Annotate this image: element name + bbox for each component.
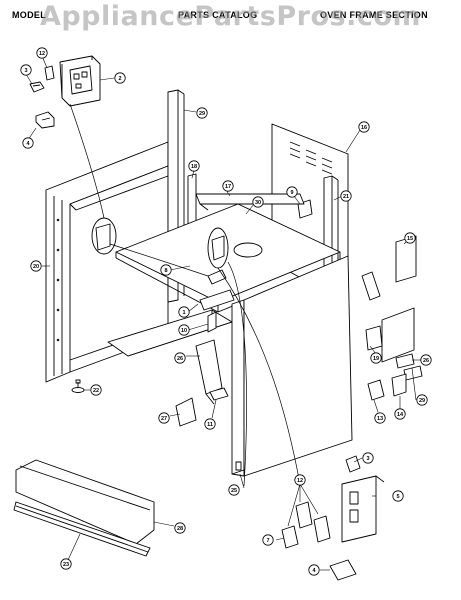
bracket-part-4a	[35, 111, 55, 129]
callout-label: 4	[26, 141, 30, 147]
callout-label: 26	[177, 356, 183, 362]
callout-label: 26	[423, 358, 429, 364]
callout-label: 30	[255, 200, 261, 206]
callout-23: 23	[60, 558, 72, 570]
callout-label: 4	[312, 568, 316, 574]
callout-label: 27	[161, 416, 167, 422]
callout-12b: 12	[294, 474, 306, 486]
top-support-part-17	[195, 193, 305, 211]
wire-clips-part-12	[281, 501, 331, 549]
callout-10: 10	[178, 324, 190, 336]
center-support-part-1	[199, 289, 235, 311]
callout-label: 8	[164, 268, 167, 274]
callout-label: 12	[297, 478, 303, 484]
callout-7: 7	[262, 534, 274, 546]
support-bracket-part-26	[195, 339, 223, 405]
callout-label: 15	[407, 236, 413, 242]
rear-panel-parts	[365, 307, 415, 363]
callout-label: 17	[225, 184, 231, 190]
callout-17: 17	[222, 180, 234, 192]
model-label: MODEL	[12, 10, 46, 20]
callout-label: 19	[373, 356, 379, 362]
callout-label: 14	[397, 412, 404, 418]
callout-25: 25	[228, 484, 240, 496]
bracket-part-9	[297, 199, 313, 219]
callout-14: 14	[394, 408, 406, 420]
bracket-parts-13-14	[367, 373, 407, 401]
callout-26b: 26	[420, 354, 432, 366]
body-front-panel	[231, 255, 381, 477]
bracket-part-3	[29, 81, 45, 93]
callout-18: 18	[188, 160, 200, 172]
callout-27: 27	[158, 412, 170, 424]
callout-label: 29	[199, 111, 205, 117]
callout-20: 20	[30, 260, 42, 272]
callout-label: 10	[181, 328, 187, 334]
kick-panel-part-23	[13, 501, 151, 557]
callout-label: 1	[182, 310, 185, 316]
callout-label: 16	[361, 125, 367, 131]
callout-8: 8	[160, 264, 172, 276]
clip-part-12	[44, 65, 55, 81]
cover-part-3b	[345, 455, 361, 473]
callout-label: 11	[207, 422, 213, 428]
detail-circle-left	[91, 217, 117, 255]
leveling-foot-part-22	[71, 379, 85, 393]
callout-13: 13	[374, 412, 386, 424]
watermark: AppliancePartsPros.com	[39, 1, 422, 32]
callout-label: 3	[366, 456, 369, 462]
detail-circle-right	[207, 227, 229, 269]
callout-5: 5	[392, 490, 404, 502]
drawer-front-part-28	[15, 459, 155, 545]
callout-22: 22	[90, 384, 102, 396]
bracket-part-10	[207, 311, 217, 333]
bracket-part-11	[209, 387, 229, 401]
insulation-part-15	[395, 235, 417, 283]
callout-label: 3	[24, 68, 27, 74]
control-bracket-part-2	[59, 55, 101, 107]
callout-label: 22	[93, 388, 99, 394]
callout-label: 28	[177, 526, 183, 532]
callout-label: 9	[290, 190, 293, 196]
callout-29a: 29	[196, 107, 208, 119]
callout-label: 7	[266, 538, 269, 544]
callout-19: 19	[370, 352, 382, 364]
callout-28: 28	[174, 522, 186, 534]
callout-26a: 26	[174, 352, 186, 364]
callout-2: 2	[114, 72, 126, 84]
callout-label: 5	[396, 494, 399, 500]
callout-label: 20	[33, 264, 39, 270]
callout-label: 25	[231, 488, 237, 494]
terminal-block-part-5	[341, 475, 385, 543]
callout-3b: 3	[362, 452, 374, 464]
callout-30: 30	[252, 196, 264, 208]
callout-label: 29	[419, 398, 425, 404]
callout-11: 11	[204, 418, 216, 430]
callout-label: 2	[118, 76, 121, 82]
clip-part-27	[175, 397, 197, 427]
callout-4a: 4	[22, 137, 34, 149]
callout-3a: 3	[20, 64, 32, 76]
callout-9: 9	[286, 186, 298, 198]
callout-label: 21	[343, 194, 349, 200]
catalog-title: PARTS CATALOG	[178, 10, 258, 20]
callout-1: 1	[178, 306, 190, 318]
bracket-part-4b	[329, 559, 357, 581]
callout-label: 12	[39, 51, 45, 57]
callout-label: 13	[377, 416, 383, 422]
callout-21: 21	[340, 190, 352, 202]
callout-12a: 12	[36, 47, 48, 59]
callout-4b: 4	[308, 564, 320, 576]
callout-15: 15	[404, 232, 416, 244]
callout-16: 16	[358, 121, 370, 133]
callout-29b: 29	[416, 394, 428, 406]
callout-label: 23	[63, 562, 69, 568]
section-title: OVEN FRAME SECTION	[320, 10, 428, 20]
callout-label: 18	[191, 164, 197, 170]
